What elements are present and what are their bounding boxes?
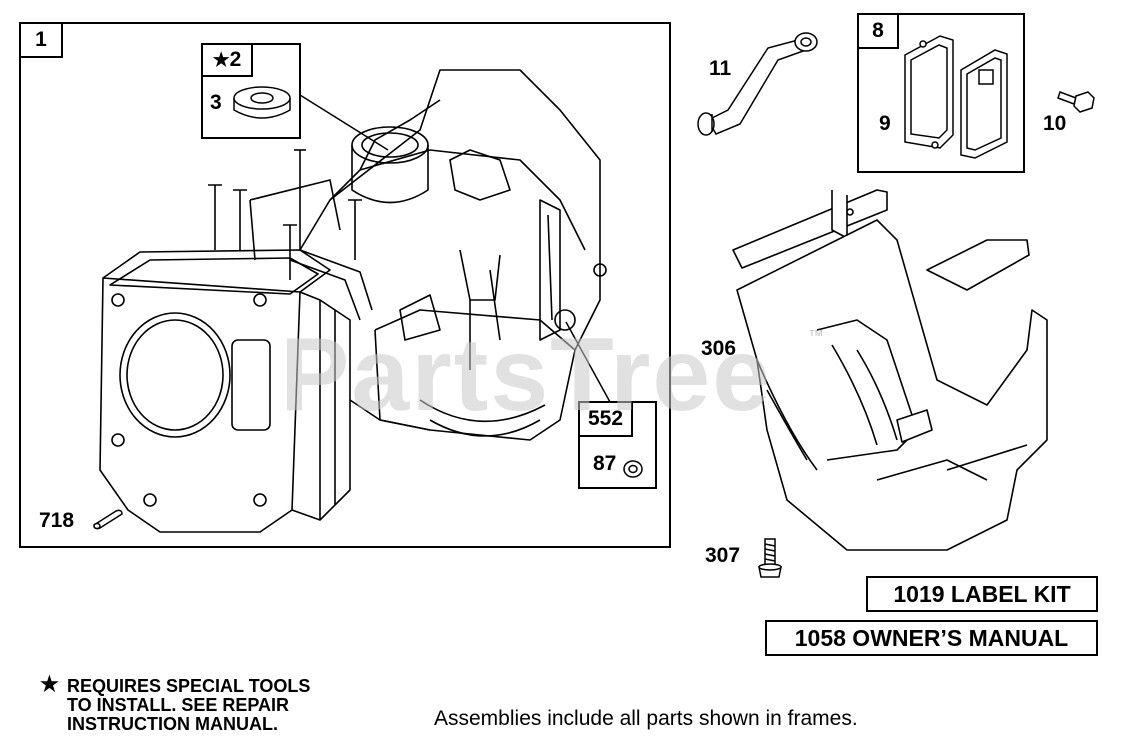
note-line-3: INSTRUCTION MANUAL. <box>67 714 278 734</box>
star-icon: ★ <box>212 49 230 71</box>
note-line-2: TO INSTALL. SEE REPAIR <box>67 695 290 715</box>
seal-ring-drawing <box>233 86 291 119</box>
callout-87: 87 <box>593 452 617 475</box>
callout-307: 307 <box>705 544 741 567</box>
gasket-frame <box>857 13 1025 173</box>
watermark-tm: ™ <box>808 328 824 345</box>
air-shroud-drawing <box>732 189 1048 551</box>
frame-552-header: 552 <box>578 401 633 437</box>
dowel-pin-drawing <box>93 509 123 530</box>
special-tools-note: REQUIRES SPECIAL TOOLS TO INSTALL. SEE R… <box>67 677 310 734</box>
screw-10-drawing <box>1057 91 1095 113</box>
owners-manual-box: 1058 OWNER’S MANUAL <box>765 620 1098 656</box>
watermark: PartsTree <box>280 317 773 433</box>
callout-9: 9 <box>879 112 891 135</box>
label-kit-box: 1019 LABEL KIT <box>866 576 1098 612</box>
frame-2-label: 2 <box>229 48 242 71</box>
piston-ring-frame-header: ★2 <box>201 43 253 77</box>
gasket-drawing <box>904 35 1008 159</box>
callout-718: 718 <box>39 509 75 532</box>
callout-10: 10 <box>1043 112 1067 135</box>
note-star-icon: ★ <box>40 673 59 696</box>
main-frame <box>19 22 671 548</box>
small-washer-drawing <box>623 460 643 478</box>
callout-306: 306 <box>701 337 737 360</box>
callout-11: 11 <box>709 57 732 80</box>
note-line-1: REQUIRES SPECIAL TOOLS <box>67 676 311 696</box>
frame-1-label: 1 <box>19 22 63 58</box>
assemblies-caption: Assemblies include all parts shown in fr… <box>434 707 858 730</box>
frame-8-label: 8 <box>857 13 899 49</box>
callout-3: 3 <box>210 91 222 114</box>
screw-307-drawing <box>758 538 782 578</box>
breather-tube-drawing <box>697 32 818 136</box>
